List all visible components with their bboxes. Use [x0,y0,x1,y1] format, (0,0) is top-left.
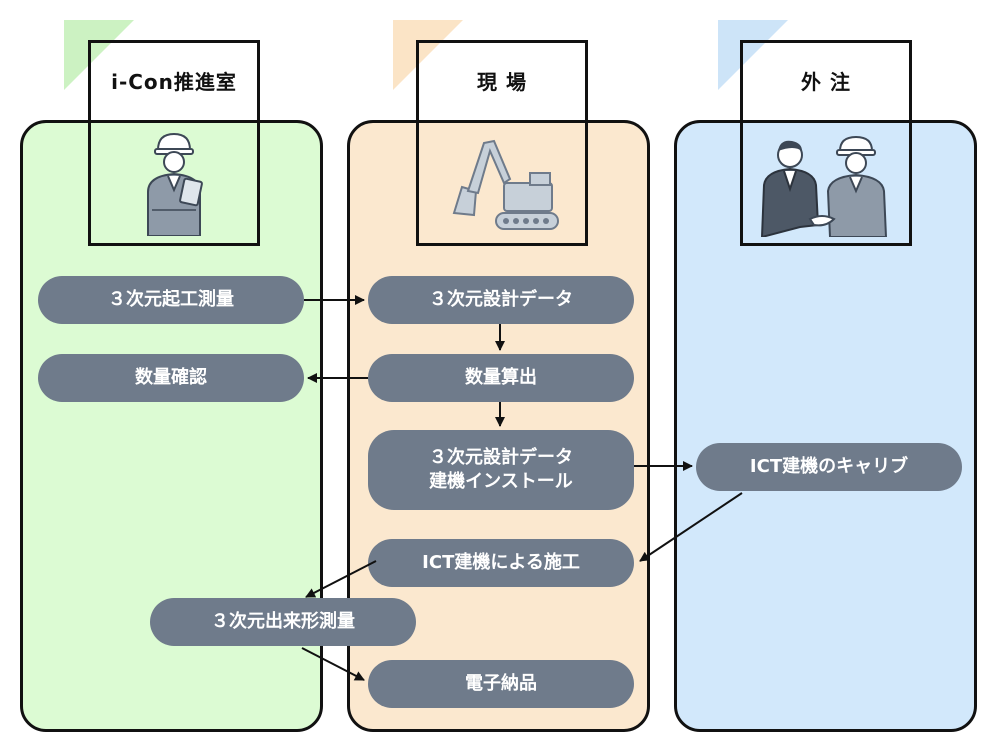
lane-title-icon: i-Con推進室 [111,69,237,94]
node-3d-design-data: ３次元設計データ [368,276,634,324]
node-design-data-install: ３次元設計データ 建機インストール [368,430,634,510]
node-quantity-confirmation: 数量確認 [38,354,304,402]
node-3d-site-survey: ３次元起工測量 [38,276,304,324]
node-ict-calibration: ICT建機のキャリブ [696,443,962,491]
corner-decoration [718,20,788,90]
node-3d-asbuilt-survey: ３次元出来形測量 [150,598,416,646]
lane-header-box-outsource [740,40,912,246]
corner-decoration [393,20,463,90]
lane-header-box-icon [88,40,260,246]
corner-decoration [64,20,134,90]
lane-title-outsource: 外 注 [801,69,851,94]
worker-with-tablet-icon [147,132,203,236]
node-electronic-delivery: 電子納品 [368,660,634,708]
lane-title-site: 現 場 [477,69,527,94]
lane-header-box-site [416,40,588,246]
node-quantity-calculation: 数量算出 [368,354,634,402]
excavator-icon [452,139,559,230]
node-ict-construction: ICT建機による施工 [368,539,634,587]
handshake-icon [760,135,888,237]
